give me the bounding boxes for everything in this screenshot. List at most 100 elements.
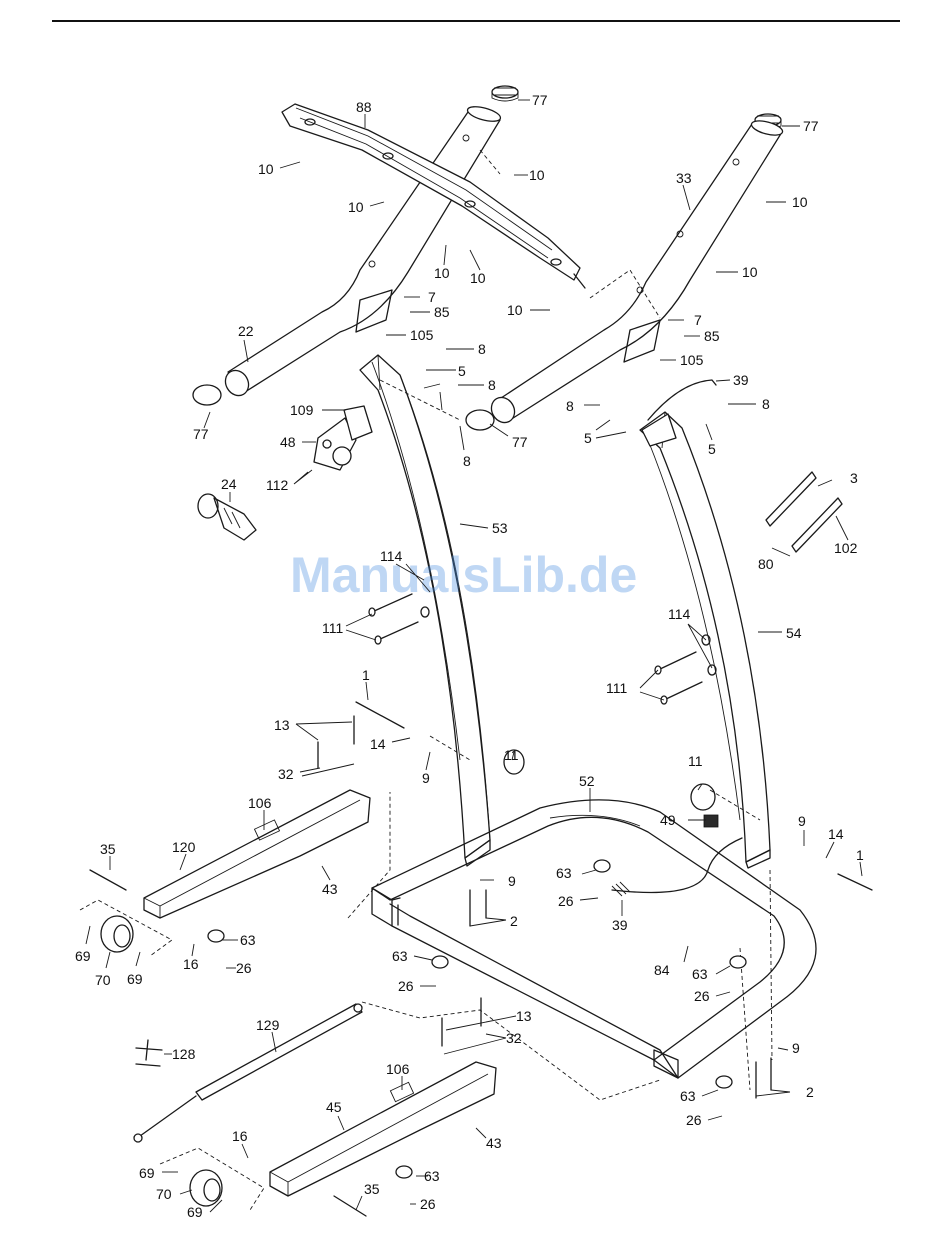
callout-111: 111: [606, 680, 627, 696]
callout-26: 26: [686, 1112, 702, 1128]
callout-26: 26: [558, 893, 574, 909]
callout-8: 8: [488, 377, 496, 393]
callout-43: 43: [322, 881, 338, 897]
callout-16: 16: [232, 1128, 248, 1144]
part-70-wheel-right: [190, 1170, 222, 1206]
callout-8: 8: [762, 396, 770, 412]
callout-10: 10: [348, 199, 364, 215]
part-13-bolts: [318, 716, 481, 1046]
part-88-handlebar: [282, 104, 585, 288]
callout-11: 11: [688, 753, 703, 769]
callout-32: 32: [278, 766, 294, 782]
part-128-clip: [136, 1040, 162, 1066]
callout-9: 9: [798, 813, 806, 829]
callout-8: 8: [478, 341, 486, 357]
part-77-endcap-right-lower: [466, 410, 494, 430]
callout-85: 85: [434, 304, 450, 320]
callout-129: 129: [256, 1017, 280, 1033]
callout-14: 14: [828, 826, 844, 842]
callout-128: 128: [172, 1046, 196, 1062]
callout-52: 52: [579, 773, 595, 789]
callout-26: 26: [420, 1196, 436, 1212]
callout-10: 10: [529, 167, 545, 183]
callout-63: 63: [240, 932, 256, 948]
callout-105: 105: [410, 327, 434, 343]
callout-49: 49: [660, 812, 676, 828]
callout-43: 43: [486, 1135, 502, 1151]
callout-70: 70: [156, 1186, 172, 1202]
callout-69: 69: [139, 1165, 155, 1181]
callout-53: 53: [492, 520, 508, 536]
part-39-cable-lower: [612, 838, 742, 893]
callout-106: 106: [386, 1061, 410, 1077]
callout-77: 77: [532, 92, 548, 108]
callout-39: 39: [733, 372, 749, 388]
callout-10: 10: [507, 302, 523, 318]
callout-9: 9: [508, 873, 516, 889]
callout-35: 35: [364, 1181, 380, 1197]
callout-69: 69: [127, 971, 143, 987]
callout-80: 80: [758, 556, 774, 572]
callout-54: 54: [786, 625, 802, 641]
part-63-levelers: [208, 860, 746, 1178]
callout-8: 8: [463, 453, 471, 469]
callout-14: 14: [370, 736, 386, 752]
callout-5: 5: [584, 430, 592, 446]
callout-2: 2: [806, 1084, 814, 1100]
part-45-right-foot: [270, 1062, 496, 1196]
part-111-bolts-right: [655, 635, 716, 704]
callout-11: 11: [504, 747, 519, 763]
callout-63: 63: [680, 1088, 696, 1104]
callout-3: 3: [850, 470, 858, 486]
callout-10: 10: [258, 161, 274, 177]
callout-114: 114: [380, 548, 403, 564]
callout-5: 5: [708, 441, 716, 457]
callout-7: 7: [428, 289, 436, 305]
callout-10: 10: [742, 264, 758, 280]
callout-26: 26: [236, 960, 252, 976]
callout-13: 13: [274, 717, 290, 733]
callout-8: 8: [566, 398, 574, 414]
part-70-wheel-left: [101, 916, 133, 952]
callout-77: 77: [512, 434, 528, 450]
callout-9: 9: [792, 1040, 800, 1056]
part-35-bolt-left: [90, 870, 126, 890]
part-52-base-frame: [372, 800, 816, 1078]
callout-45: 45: [326, 1099, 342, 1115]
callout-24: 24: [221, 476, 237, 492]
part-49-connector: [704, 815, 718, 827]
callout-63: 63: [392, 948, 408, 964]
part-77-endcap-left-lower: [193, 385, 221, 405]
callout-26: 26: [694, 988, 710, 1004]
callout-32: 32: [506, 1030, 522, 1046]
callout-105: 105: [680, 352, 704, 368]
callout-13: 13: [516, 1008, 532, 1024]
part-53-left-curved-upright: [360, 355, 490, 866]
callout-88: 88: [356, 99, 372, 115]
callout-70: 70: [95, 972, 111, 988]
callout-63: 63: [692, 966, 708, 982]
callout-39: 39: [612, 917, 628, 933]
callout-26: 26: [398, 978, 414, 994]
callout-7: 7: [694, 312, 702, 328]
callout-9: 9: [422, 770, 430, 786]
callout-69: 69: [187, 1204, 203, 1220]
callout-69: 69: [75, 948, 91, 964]
part-48-pulley-bracket: [314, 406, 372, 470]
callout-22: 22: [238, 323, 254, 339]
part-77-endcap-top-left: [492, 86, 518, 101]
callout-2: 2: [510, 913, 518, 929]
callout-77: 77: [193, 426, 209, 442]
part-11-roller-right: [691, 784, 715, 810]
callout-84: 84: [654, 962, 670, 978]
callout-85: 85: [704, 328, 720, 344]
callout-77: 77: [803, 118, 819, 134]
callout-5: 5: [458, 363, 466, 379]
part-80-bracket: [766, 472, 842, 552]
callout-35: 35: [100, 841, 116, 857]
callout-109: 109: [290, 402, 314, 418]
callout-114: 114: [668, 606, 691, 622]
callout-1: 1: [362, 667, 370, 683]
part-129-shock: [134, 1004, 362, 1142]
